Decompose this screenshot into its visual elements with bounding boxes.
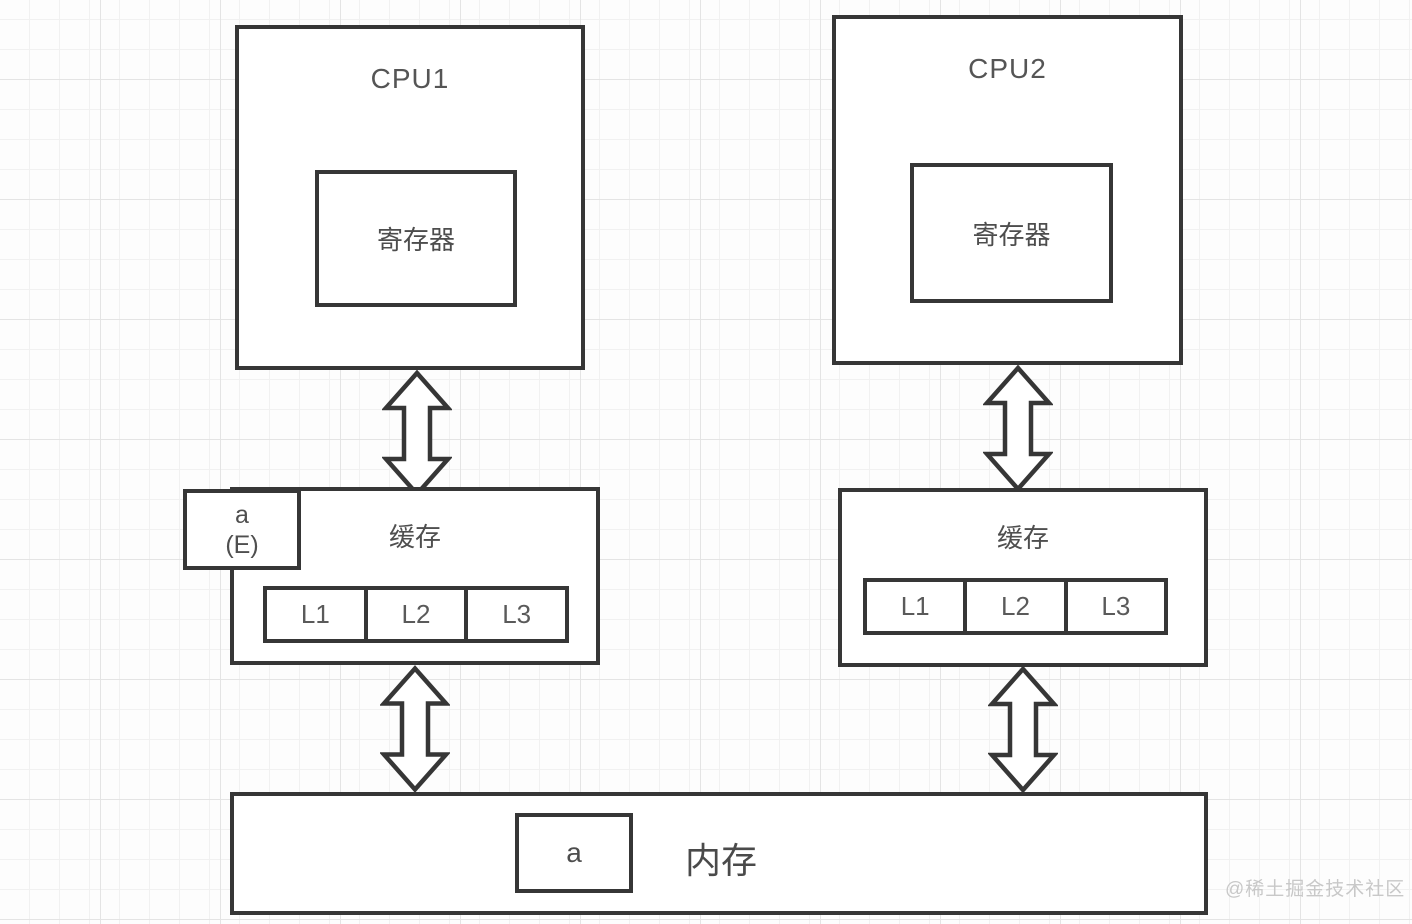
cache1-l2-cell: L2 xyxy=(363,586,469,643)
cpu1-register-box: 寄存器 xyxy=(315,170,517,307)
cache1-l3-cell: L3 xyxy=(464,586,570,643)
cpu1-label: CPU1 xyxy=(370,63,450,94)
memory-box: a 内存 xyxy=(230,792,1208,915)
cache2-l1-cell: L1 xyxy=(863,578,968,635)
memory-cell-box: a xyxy=(515,813,633,893)
memory-cell-label: a xyxy=(566,837,582,868)
cache1-levels-row: L1 L2 L3 xyxy=(263,586,570,643)
cache1-line-tag-state: (E) xyxy=(225,530,259,559)
watermark-text: @稀土掘金技术社区 xyxy=(1225,879,1406,900)
cache1-line-tag-box: a (E) xyxy=(183,489,301,570)
cpu1-box: CPU1 寄存器 xyxy=(235,25,585,370)
cache2-levels-row: L1 L2 L3 xyxy=(863,578,1168,635)
cache2-l2-cell: L2 xyxy=(963,578,1068,635)
cpu2-register-label: 寄存器 xyxy=(972,219,1051,250)
cpu2-cache2-double-arrow-icon xyxy=(983,365,1053,492)
cpu1-register-label: 寄存器 xyxy=(376,225,455,255)
cache2-label: 缓存 xyxy=(996,523,1049,553)
cache1-memory-double-arrow-icon xyxy=(380,665,450,793)
cache2-l3-cell: L3 xyxy=(1063,578,1168,635)
cache1-line-tag-variable: a xyxy=(235,500,249,529)
cpu2-box: CPU2 寄存器 xyxy=(832,15,1183,365)
cpu2-register-box: 寄存器 xyxy=(910,163,1113,303)
cpu2-label: CPU2 xyxy=(968,53,1047,84)
cache1-l1-cell: L1 xyxy=(263,586,368,643)
memory-label: 内存 xyxy=(685,840,758,881)
cache2-memory-double-arrow-icon xyxy=(988,666,1058,793)
cache1-label: 缓存 xyxy=(388,522,441,552)
cache2-box: 缓存 xyxy=(838,488,1208,667)
cpu1-cache1-double-arrow-icon xyxy=(382,370,452,497)
